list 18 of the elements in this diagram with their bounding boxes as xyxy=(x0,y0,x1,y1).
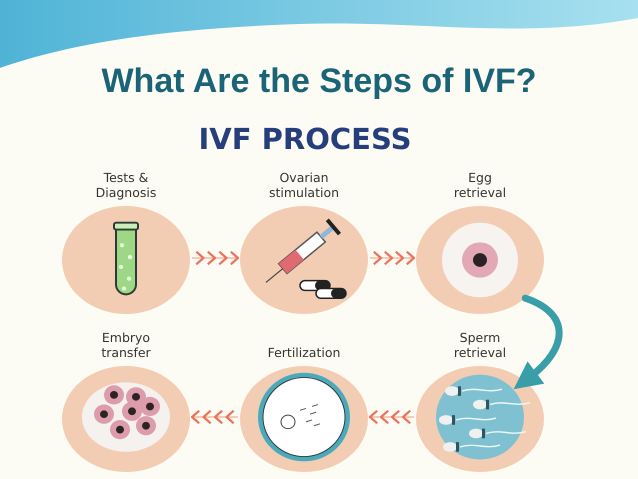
step-heading: Fertilization xyxy=(266,345,342,360)
step-heading: Tests & Diagnosis xyxy=(94,170,158,200)
chevron-arrow xyxy=(370,250,415,266)
step-card xyxy=(62,333,190,472)
step-heading: Embryo transfer xyxy=(100,330,152,360)
chevron-arrow xyxy=(191,410,238,424)
step-card xyxy=(240,172,368,314)
chevron-arrow xyxy=(369,410,414,424)
step-heading: Ovarian stimulation xyxy=(268,170,340,200)
curved-arrow xyxy=(514,294,563,390)
step-card xyxy=(62,172,190,314)
step-card xyxy=(416,333,544,472)
section-heading: IVF PROCESS xyxy=(198,122,412,156)
step-card xyxy=(416,172,544,314)
chevron-arrow xyxy=(192,250,239,266)
step-heading: Sperm retrieval xyxy=(452,330,508,360)
step-heading: Egg retrieval xyxy=(452,170,508,200)
slide-title: What Are the Steps of IVF? xyxy=(100,62,538,101)
